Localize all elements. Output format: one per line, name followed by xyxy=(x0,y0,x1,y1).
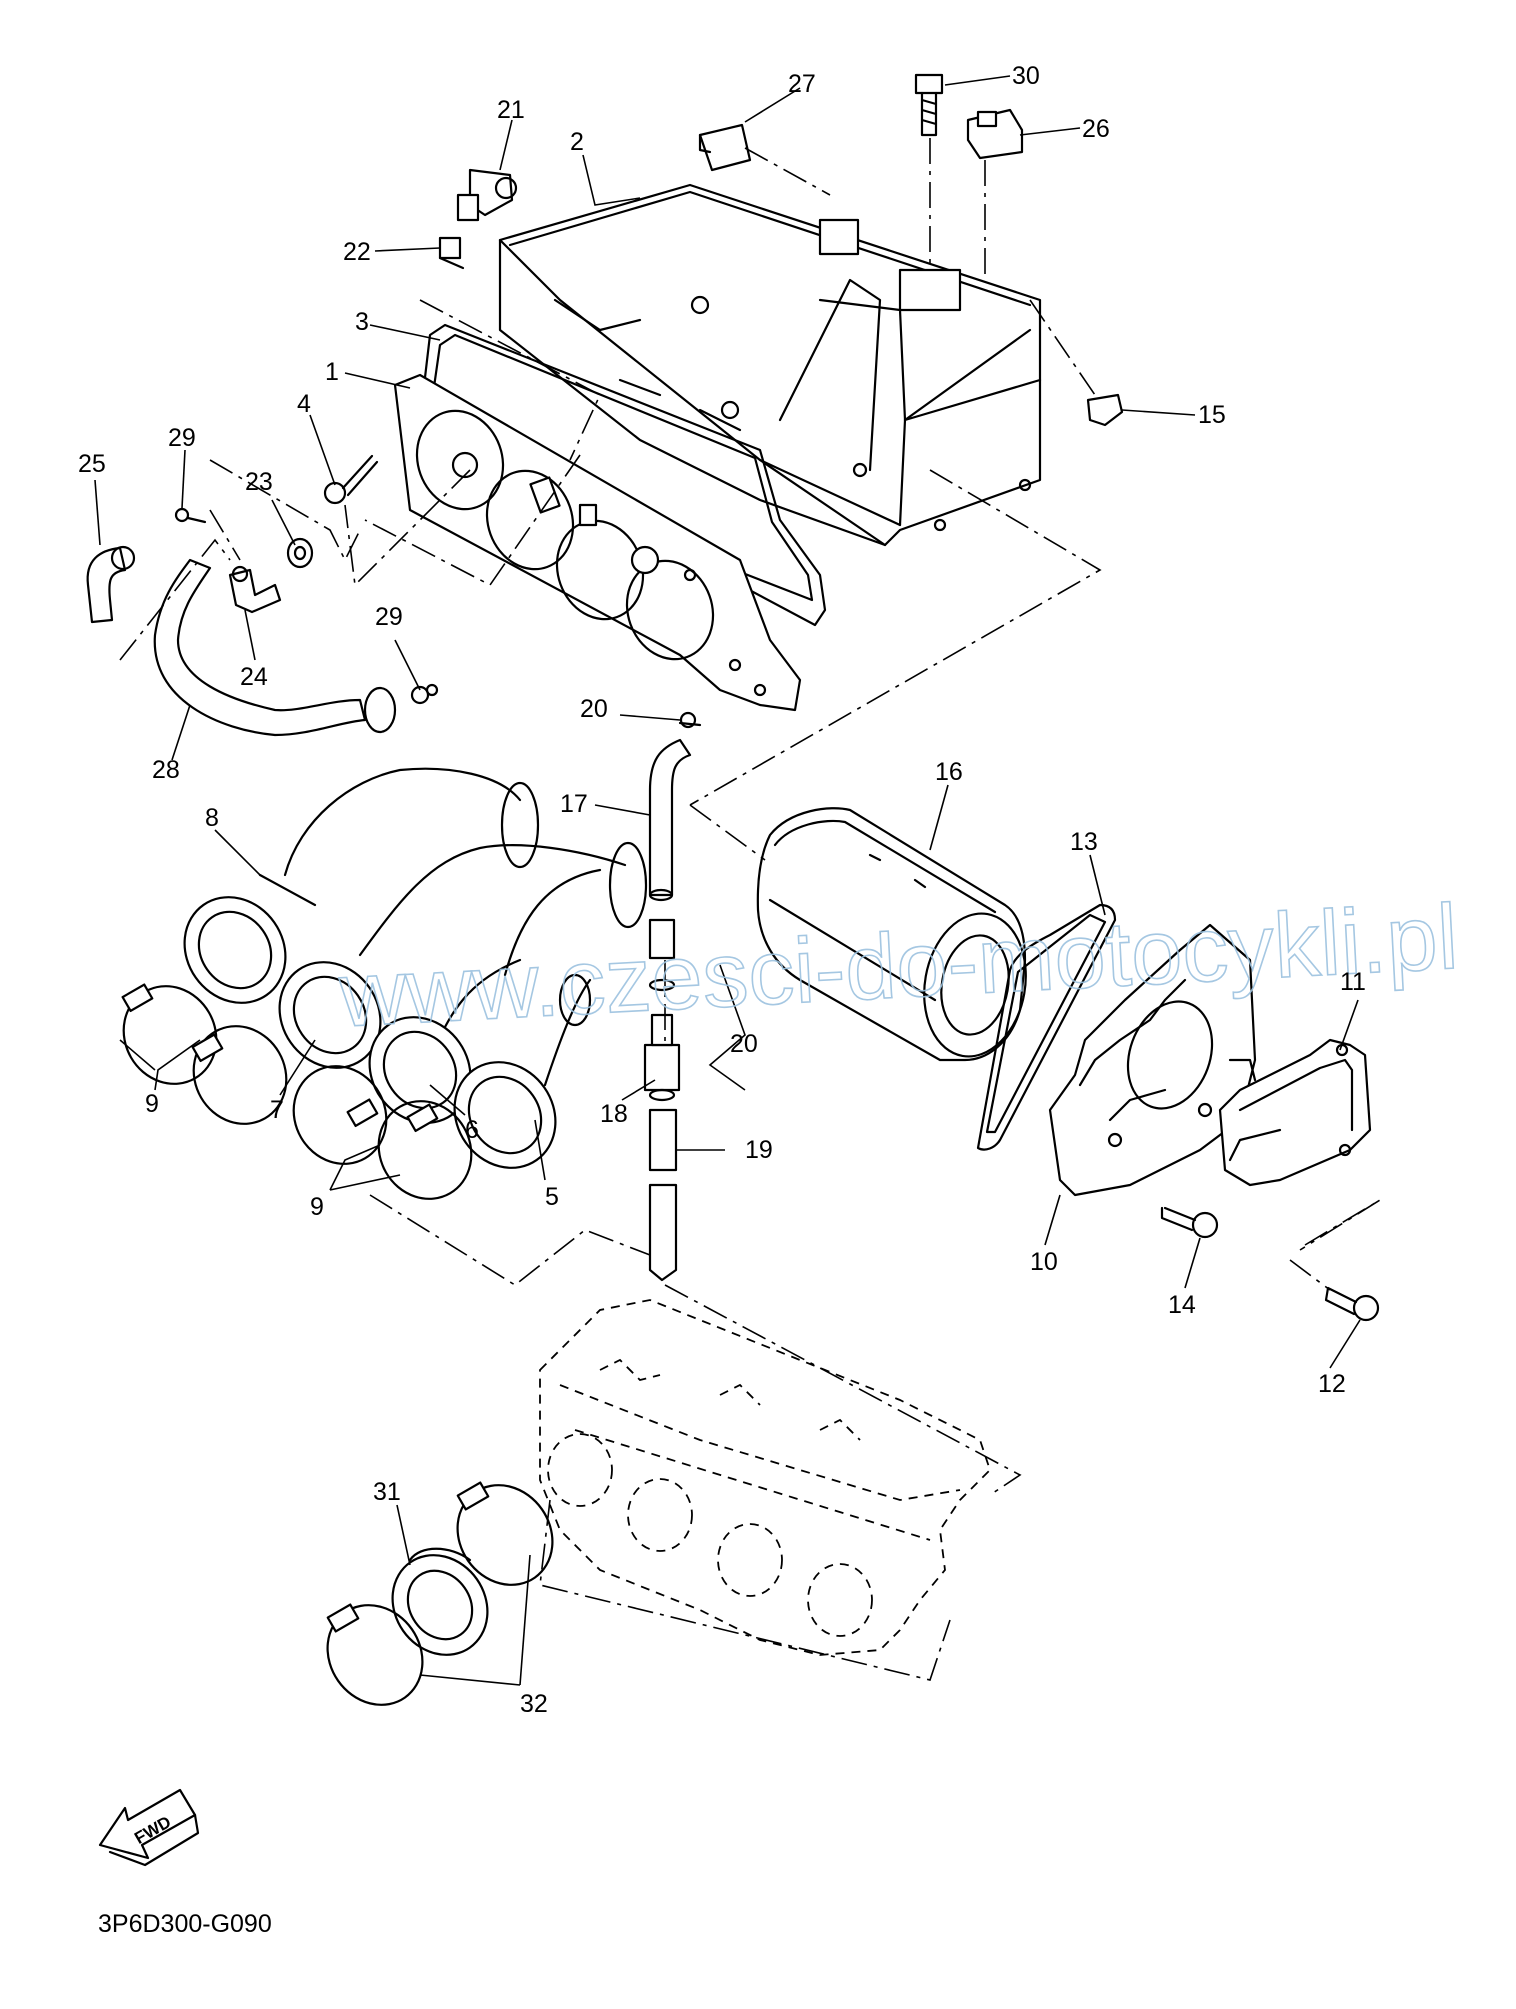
grommet-23 xyxy=(286,537,314,569)
callout-3: 3 xyxy=(355,308,369,336)
callout-27: 27 xyxy=(788,70,816,98)
carburetor-joint-31 xyxy=(391,1547,489,1656)
hose-clamps-32 xyxy=(326,1481,554,1706)
intake-duct-8 xyxy=(183,873,317,1004)
callout-18: 18 xyxy=(600,1100,628,1128)
duct-11 xyxy=(1218,1038,1372,1187)
hose-clamps-9b xyxy=(292,1065,473,1200)
intake-duct-5 xyxy=(453,1061,557,1169)
callout-24: 24 xyxy=(240,663,268,691)
callout-19: 19 xyxy=(745,1136,773,1164)
callout-20b: 20 xyxy=(730,1030,758,1058)
callout-2: 2 xyxy=(570,128,584,156)
callout-22: 22 xyxy=(343,238,371,266)
holder-22 xyxy=(438,236,465,270)
callout-10: 10 xyxy=(1030,1248,1058,1276)
callout-labels: 21 2 27 30 26 22 3 1 15 4 29 25 23 24 29… xyxy=(78,62,1366,1718)
leader-lines xyxy=(94,75,1361,1686)
clip-27 xyxy=(698,123,752,172)
gasket-13 xyxy=(976,903,1117,1151)
callout-26: 26 xyxy=(1082,115,1110,143)
intake-duct-assembly xyxy=(283,767,648,1087)
diagram-code: 3P6D300-G090 xyxy=(98,1910,272,1938)
hose-28 xyxy=(153,558,397,737)
callout-9a: 9 xyxy=(145,1090,159,1118)
callout-17: 17 xyxy=(560,790,588,818)
callout-29a: 29 xyxy=(168,424,196,452)
callout-6: 6 xyxy=(465,1116,479,1144)
joint-24 xyxy=(228,565,282,614)
callout-28: 28 xyxy=(152,756,180,784)
callout-15: 15 xyxy=(1198,401,1226,429)
hose-25 xyxy=(86,545,136,624)
screw-14 xyxy=(1160,1206,1219,1239)
bolt-30 xyxy=(914,73,944,137)
callout-21: 21 xyxy=(497,96,525,124)
callout-5: 5 xyxy=(545,1183,559,1211)
hose-clamps-9a xyxy=(121,983,288,1125)
cap-10 xyxy=(1048,923,1257,1197)
nut-15 xyxy=(1086,393,1124,427)
callout-9b: 9 xyxy=(310,1193,324,1221)
hose-19 xyxy=(648,1108,678,1282)
callout-1: 1 xyxy=(325,358,339,386)
callout-25: 25 xyxy=(78,450,106,478)
callout-13: 13 xyxy=(1070,828,1098,856)
callout-20a: 20 xyxy=(580,695,608,723)
callout-23: 23 xyxy=(245,468,273,496)
callout-30: 30 xyxy=(1012,62,1040,90)
callout-7: 7 xyxy=(270,1096,284,1124)
callout-16: 16 xyxy=(935,758,963,786)
screw-12 xyxy=(1324,1286,1380,1322)
assembly-lines xyxy=(119,138,1381,1681)
hose-17 xyxy=(648,738,692,902)
joint-plate xyxy=(393,373,802,712)
clip-20a xyxy=(678,711,702,729)
hose-joint-21 xyxy=(456,168,518,222)
clip-29a xyxy=(174,507,207,524)
air-filter-element xyxy=(756,807,1027,1062)
forward-arrow-icon: FWD xyxy=(98,1788,200,1867)
intake-duct-7 xyxy=(278,961,382,1069)
callout-29b: 29 xyxy=(375,603,403,631)
air-cleaner-case xyxy=(498,183,1042,547)
callout-12: 12 xyxy=(1318,1370,1346,1398)
joint-18 xyxy=(643,918,681,1102)
clamp-26 xyxy=(966,108,1024,160)
carburetor-assembly xyxy=(539,1299,992,1656)
callout-31: 31 xyxy=(373,1478,401,1506)
callout-11: 11 xyxy=(1340,968,1366,996)
callout-8: 8 xyxy=(205,804,219,832)
clip-29b xyxy=(410,683,439,705)
callout-32: 32 xyxy=(520,1690,548,1718)
callout-4: 4 xyxy=(297,390,311,418)
callout-14: 14 xyxy=(1168,1291,1196,1319)
